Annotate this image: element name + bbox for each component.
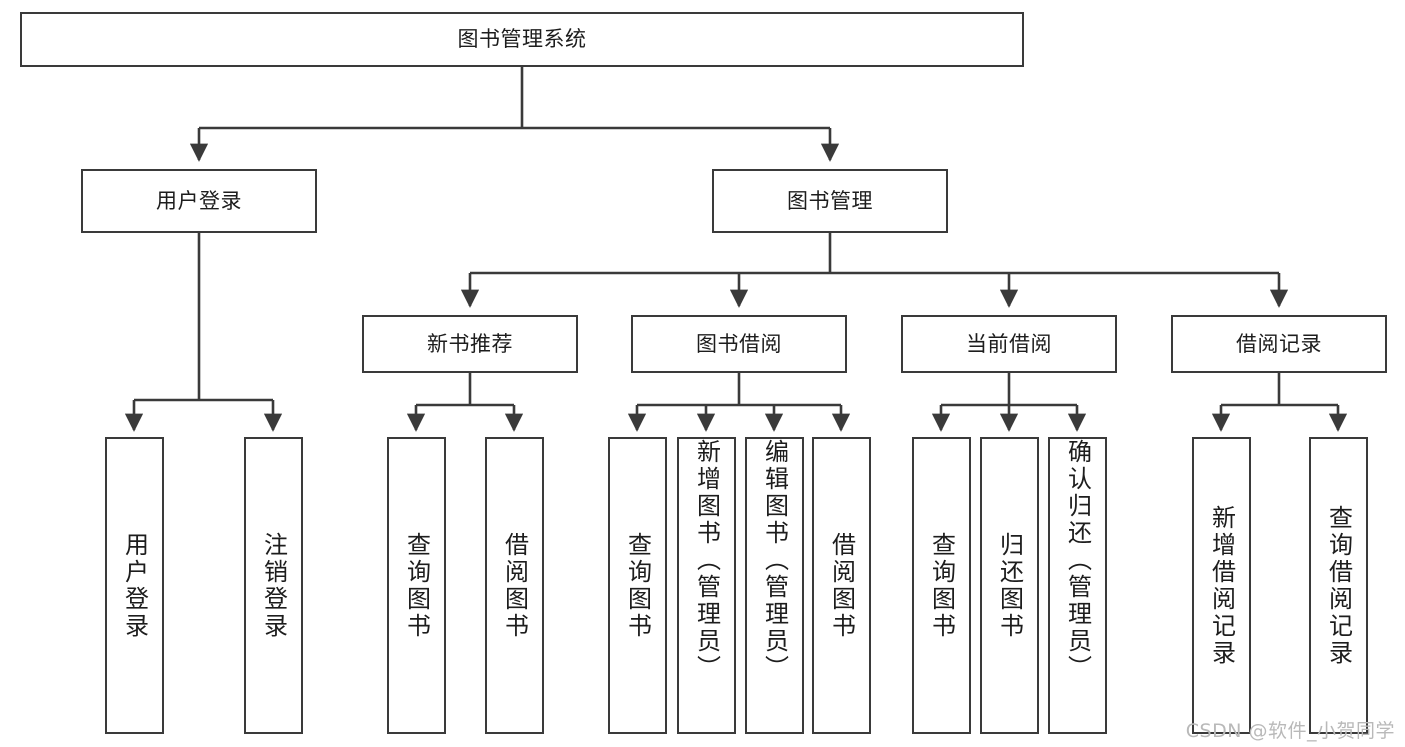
node-label: 查询图书 — [623, 531, 652, 640]
node-label: 查询图书 — [927, 531, 956, 640]
node-label: 新书推荐 — [427, 331, 513, 356]
node-label: 借阅记录 — [1236, 331, 1322, 356]
node-new-book-recommendation[interactable]: 新书推荐 — [362, 315, 578, 373]
node-user-login[interactable]: 用户登录 — [81, 169, 317, 233]
node-label: 图书管理系统 — [457, 27, 587, 51]
node-label: 编辑图书（管理员） — [760, 439, 789, 682]
leaf-user-login[interactable]: 用户登录 — [105, 437, 164, 734]
node-label: 新增借阅记录 — [1207, 504, 1236, 667]
leaf-add-book-admin[interactable]: 新增图书（管理员） — [677, 437, 736, 734]
node-label: 用户登录 — [156, 188, 242, 213]
node-book-borrowing[interactable]: 图书借阅 — [631, 315, 847, 373]
leaf-confirm-return-admin[interactable]: 确认归还（管理员） — [1048, 437, 1107, 734]
node-label: 图书管理 — [787, 188, 873, 213]
node-current-borrowing[interactable]: 当前借阅 — [901, 315, 1117, 373]
node-borrowing-records[interactable]: 借阅记录 — [1171, 315, 1387, 373]
leaf-logout[interactable]: 注销登录 — [244, 437, 303, 734]
node-label: 注销登录 — [259, 531, 288, 640]
node-label: 借阅图书 — [500, 531, 529, 640]
leaf-return-book[interactable]: 归还图书 — [980, 437, 1039, 734]
node-label: 查询图书 — [402, 531, 431, 640]
node-book-management[interactable]: 图书管理 — [712, 169, 948, 233]
leaf-edit-book-admin[interactable]: 编辑图书（管理员） — [745, 437, 804, 734]
leaf-query-borrowing-record[interactable]: 查询借阅记录 — [1309, 437, 1368, 734]
node-label: 确认归还（管理员） — [1063, 439, 1092, 682]
node-root-book-management-system[interactable]: 图书管理系统 — [20, 12, 1024, 67]
node-label: 当前借阅 — [966, 331, 1052, 356]
leaf-borrow-book-newbooks[interactable]: 借阅图书 — [485, 437, 544, 734]
node-label: 借阅图书 — [827, 531, 856, 640]
leaf-borrow-book-borrowing[interactable]: 借阅图书 — [812, 437, 871, 734]
leaf-query-book-newbooks[interactable]: 查询图书 — [387, 437, 446, 734]
leaf-add-borrowing-record[interactable]: 新增借阅记录 — [1192, 437, 1251, 734]
leaf-query-book-current[interactable]: 查询图书 — [912, 437, 971, 734]
node-label: 新增图书（管理员） — [692, 439, 721, 682]
node-label: 图书借阅 — [696, 331, 782, 356]
node-label: 用户登录 — [120, 531, 149, 640]
leaf-query-book-borrowing[interactable]: 查询图书 — [608, 437, 667, 734]
node-label: 查询借阅记录 — [1324, 504, 1353, 667]
node-label: 归还图书 — [995, 531, 1024, 640]
